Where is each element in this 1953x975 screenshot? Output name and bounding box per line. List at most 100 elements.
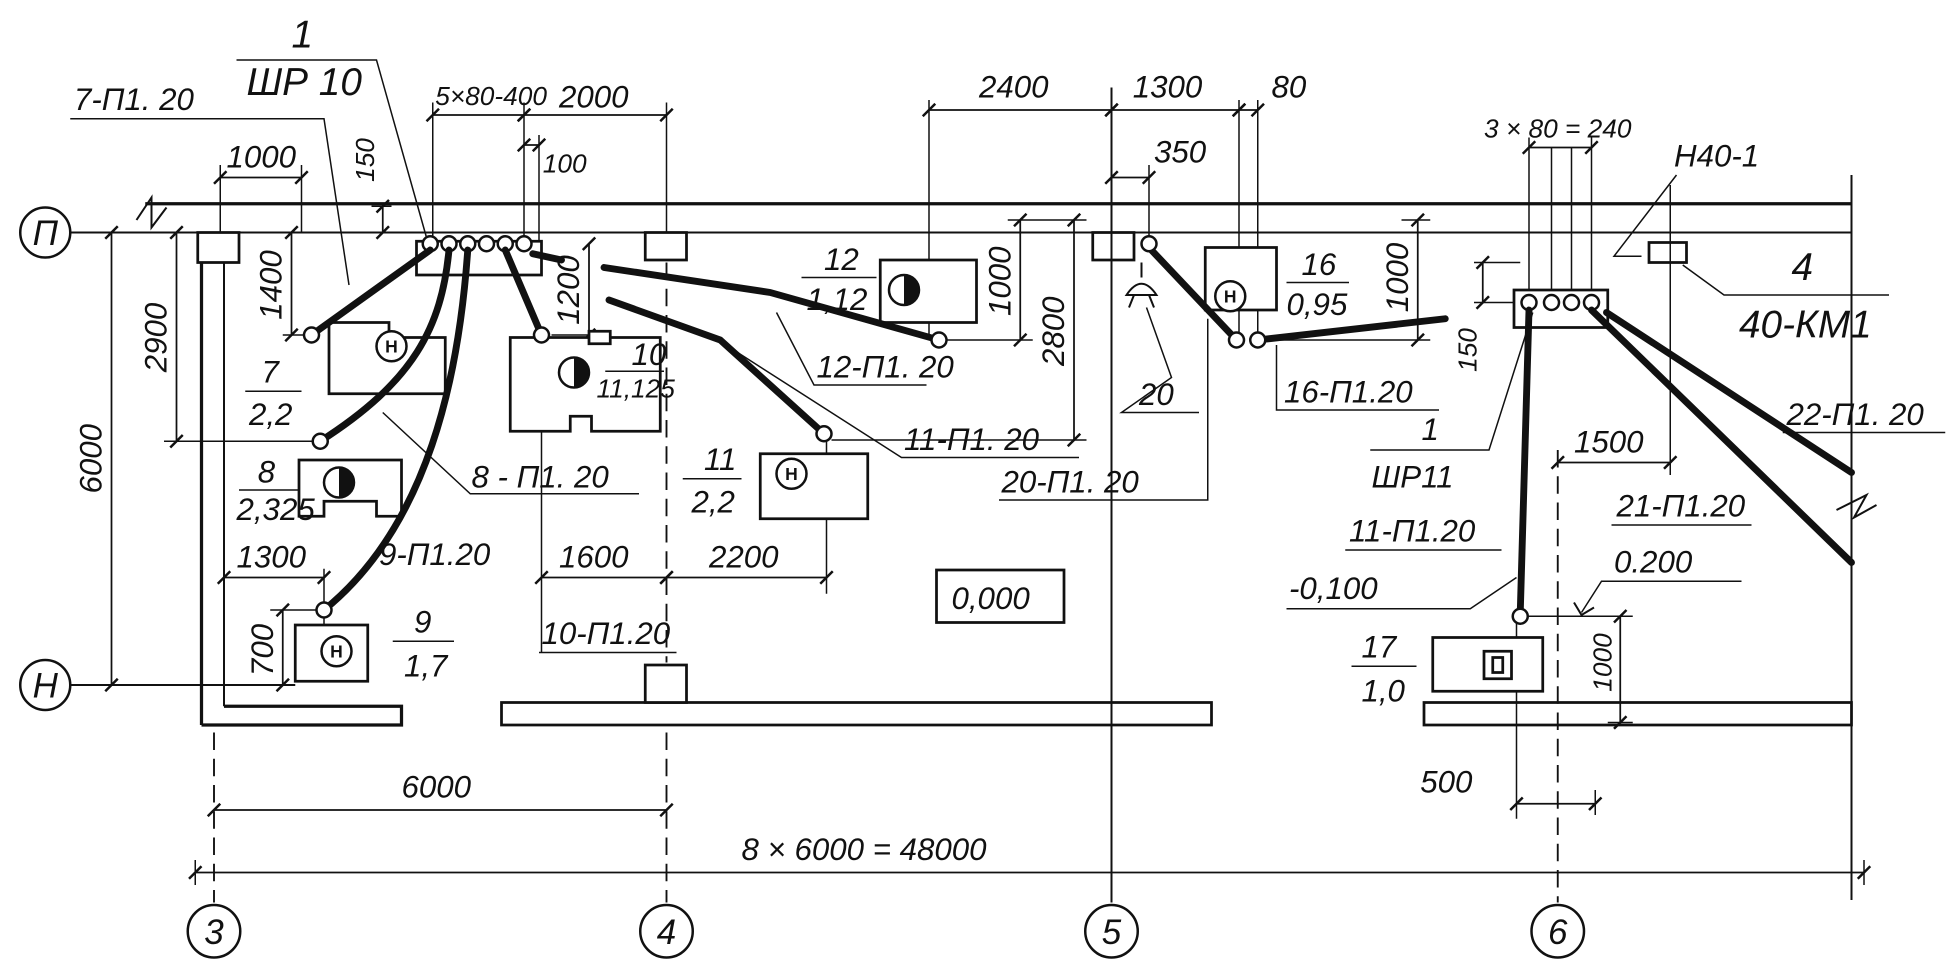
dim-text-1400: 1400 [254, 250, 289, 320]
lamp-icon [1124, 282, 1159, 296]
leader-lines [70, 59, 1946, 667]
dimension-tick [1509, 796, 1524, 811]
dim-text-1500: 1500 [1574, 425, 1644, 460]
dimension-tick [1013, 332, 1028, 348]
cable-11-right [1516, 306, 1533, 616]
equipment-12-power: 1,12 [807, 282, 868, 317]
motor-letter: Н [1224, 287, 1237, 307]
dimension-tick [1856, 865, 1872, 880]
heater-square-inner [1491, 656, 1505, 674]
dimension-tick [104, 677, 119, 693]
cable-7 [308, 246, 434, 339]
equipment: Н Н Н [293, 246, 1545, 693]
equipment-7: Н [327, 321, 447, 396]
dimension-tick [516, 107, 532, 123]
dim-text-1000-top-left: 1000 [227, 140, 297, 175]
equipment-9-number: 9 [414, 605, 431, 640]
leader-lamp-20 [1119, 307, 1199, 414]
leader-cable-11-left [723, 343, 1079, 459]
panel-shr11-terminal [1562, 293, 1581, 312]
axis-label-6: 6 [1548, 913, 1568, 952]
leader-level-plus-200 [1580, 580, 1742, 613]
leader-level-minus-100 [1286, 576, 1517, 610]
level-minus-100: -0,100 [1289, 571, 1378, 606]
dimension-tick [1250, 102, 1265, 118]
cable-end-node [1227, 331, 1246, 349]
column-top-6 [1647, 241, 1688, 264]
dim-text-1200: 1200 [551, 255, 586, 325]
dimension-tick [1231, 102, 1247, 118]
dimension-tick [294, 170, 309, 185]
equipment-17-number: 17 [1362, 630, 1398, 665]
dimension-tick [375, 199, 390, 214]
cable-12-label: 12-П1. 20 [817, 350, 955, 385]
cable-11-left-label: 11-П1. 20 [904, 422, 1040, 457]
cable-end-node [1140, 235, 1158, 253]
dimension-tick [1066, 212, 1082, 228]
dimension-tick [1550, 455, 1565, 470]
axis-label-3: 3 [204, 913, 224, 952]
equipment-7-number: 7 [262, 355, 281, 390]
dim-text-total-span: 8 × 6000 = 48000 [742, 832, 988, 867]
lamp-20-number: 20 [1138, 377, 1174, 412]
dim-text-100: 100 [543, 149, 587, 179]
dimension-tick [516, 137, 532, 153]
dim-text-1000-eq12: 1000 [982, 246, 1017, 316]
panel-shr11-name: ШР11 [1372, 460, 1454, 495]
motor-icon [320, 635, 353, 668]
equipment-12 [878, 258, 978, 324]
dimension-texts: 5×80-400 2000 100 1000 150 1400 2900 600… [74, 70, 1645, 868]
axis-bubble-3 [186, 903, 242, 959]
equipment-8 [297, 458, 403, 518]
dim-text-shr11-taps: 3 × 80 = 240 [1484, 114, 1632, 144]
dimension-tick [284, 327, 299, 343]
equipment-12-number: 12 [824, 242, 859, 277]
cable-16 [1254, 315, 1449, 344]
dimension-tick [921, 102, 937, 118]
level-floor-box [935, 568, 1066, 624]
equipment-10-power: 11,125 [597, 374, 676, 404]
cable-end-node [1249, 331, 1267, 349]
motor-letter: Н [785, 464, 798, 484]
dimension-tick [1475, 295, 1490, 310]
leader-shr10 [236, 59, 428, 238]
cable-end-node [815, 425, 833, 443]
panel-shr10-name: ШР 10 [247, 61, 363, 104]
equipment-11-power: 2,2 [691, 485, 735, 520]
equipment-10 [508, 329, 662, 433]
dimension-tick [1663, 455, 1678, 470]
building-structure [70, 175, 1877, 900]
dimension-tick [188, 865, 203, 880]
cable-end-node [302, 326, 321, 344]
wall-bottom-left [201, 704, 404, 727]
dimension-tick [1013, 212, 1028, 228]
motor-letter: Н [330, 642, 343, 662]
equipment-9-power: 1,7 [404, 648, 449, 683]
column-top-3 [196, 231, 241, 264]
dim-text-150-right: 150 [1453, 328, 1483, 372]
cable-12 [600, 264, 943, 344]
panel-shr10-terminal [477, 235, 496, 253]
dimension-tick [275, 602, 290, 618]
cable-8 [316, 246, 453, 445]
dim-text-80: 80 [1272, 70, 1307, 105]
leader-km1 [1682, 264, 1889, 296]
dimension-tick [213, 170, 228, 185]
dim-text-2400: 2400 [978, 70, 1049, 105]
equipment-16-power: 0,95 [1287, 287, 1348, 322]
leader-cable-12 [775, 312, 927, 386]
equipment-7-power: 2,2 [248, 397, 292, 432]
dimension-tick [1613, 609, 1628, 624]
axis-bubble-6 [1530, 903, 1586, 959]
dim-text-1000-bottom-right: 1000 [1588, 633, 1618, 692]
panel-shr11-number: 1 [1422, 412, 1439, 447]
dimension-tick [1613, 715, 1628, 730]
wall-bottom-right [1422, 701, 1853, 727]
dimension-lines [104, 102, 1872, 880]
dimension-tick [1410, 332, 1425, 348]
cable-end-node [930, 331, 948, 349]
cable-21 [1588, 306, 1855, 566]
lamp-ray-right [1148, 294, 1155, 308]
panel-shr10-number: 1 [292, 14, 314, 57]
